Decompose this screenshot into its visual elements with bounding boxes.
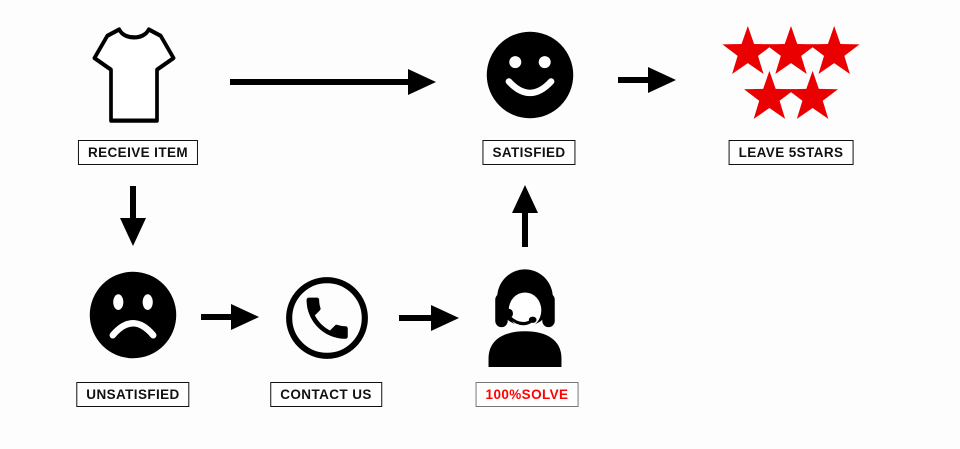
arrow-satisfied-to-stars [618, 67, 676, 93]
agent-body [488, 331, 562, 367]
arrow-contact-to-solve [399, 305, 459, 331]
arrow-receive-to-unsatisfied [120, 186, 146, 246]
agent-headset-earpiece [504, 308, 513, 319]
label-satisfied: SATISFIED [482, 140, 576, 165]
arrow-receive-to-satisfied [230, 69, 436, 95]
sad-face-icon [89, 271, 177, 359]
five-red-stars-icon [722, 26, 860, 119]
label-unsatisfied: UNSATISFIED [76, 382, 190, 407]
label-100-solve: 100%SOLVE [475, 382, 579, 407]
agent-headset-mic [528, 316, 537, 323]
arrow-solve-to-satisfied [512, 185, 538, 247]
phone-icon [286, 277, 368, 359]
sad-left-eye [113, 294, 124, 310]
label-receive-item: RECEIVE ITEM [77, 140, 199, 165]
label-contact-us: CONTACT US [270, 382, 382, 407]
sad-right-eye [142, 294, 153, 310]
arrow-unsatisfied-to-contact [201, 304, 259, 330]
sad-frown [109, 320, 157, 339]
support-agent-icon [488, 269, 562, 367]
smiley-smile [505, 78, 555, 97]
smiley-right-eye [538, 56, 551, 69]
smiley-left-eye [509, 56, 522, 69]
label-leave-5stars: LEAVE 5STARS [728, 140, 854, 165]
smiley-face-icon [486, 31, 574, 119]
tshirt-icon [92, 27, 176, 123]
